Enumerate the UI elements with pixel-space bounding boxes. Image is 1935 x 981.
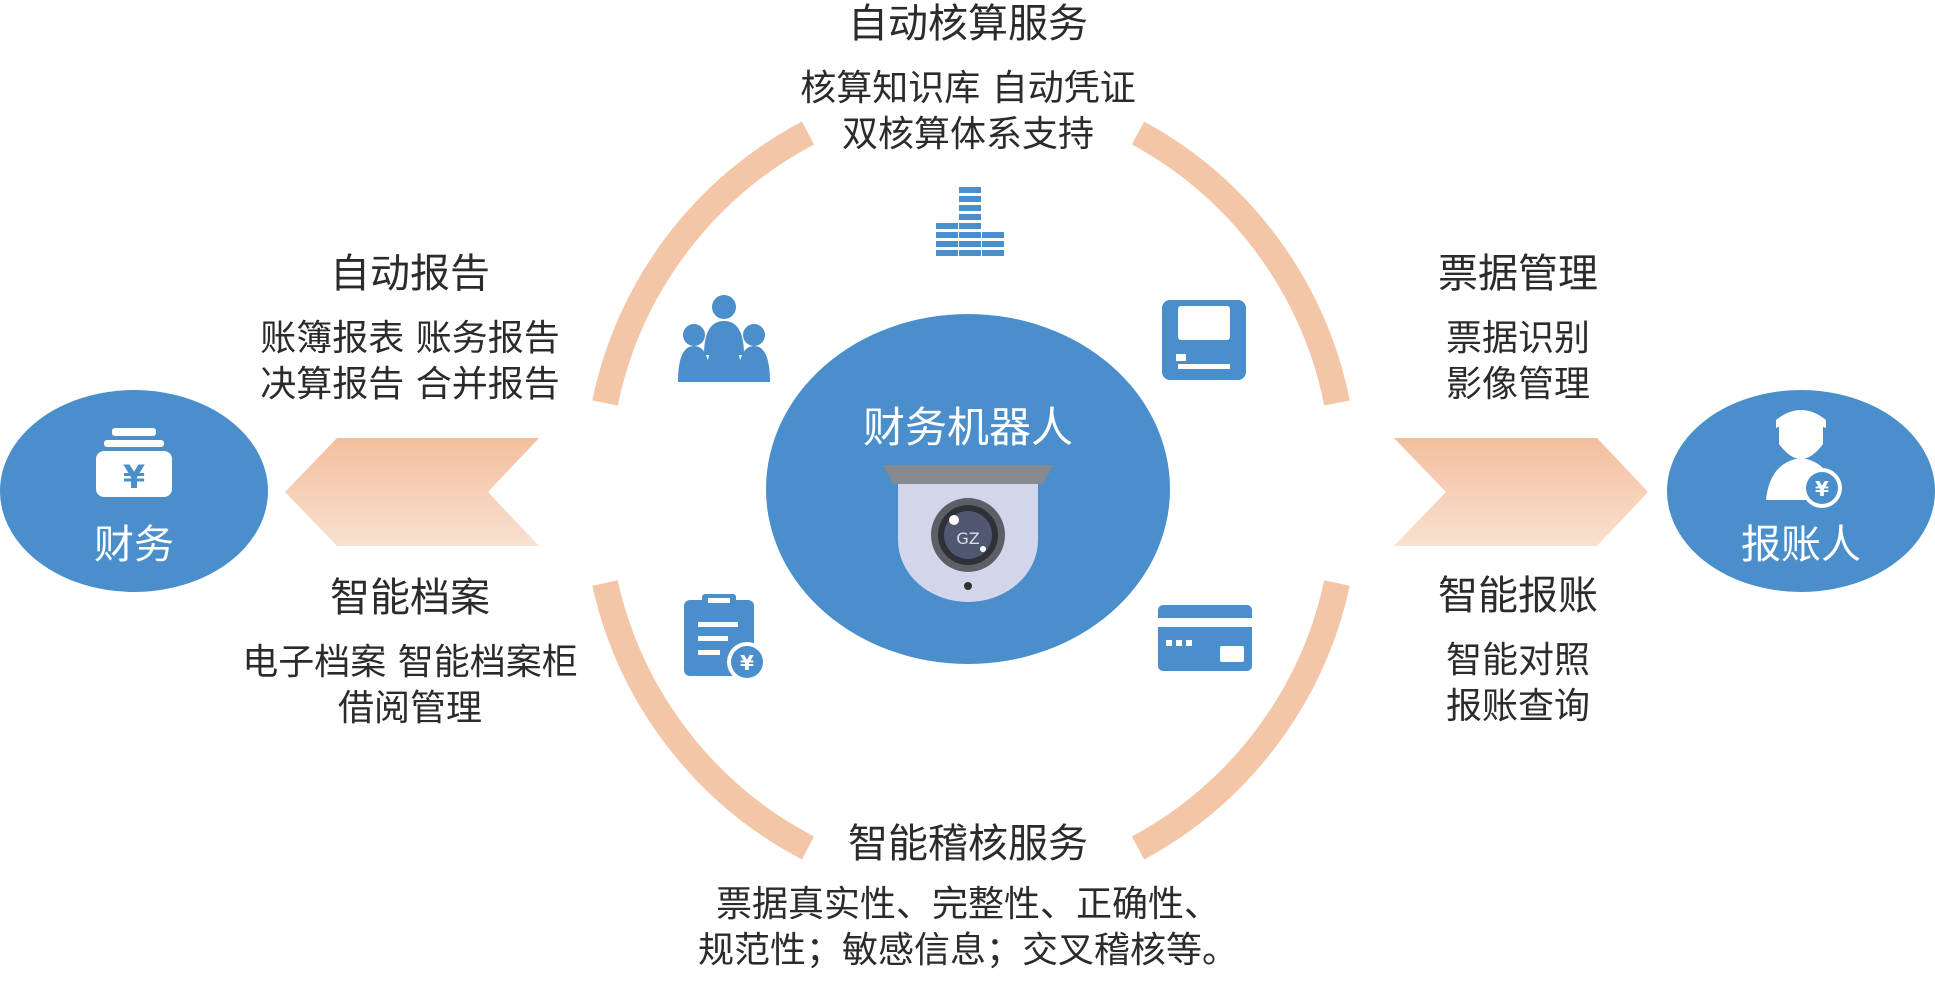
bottom-service-title: 智能稽核服务 [848, 821, 1088, 867]
printer-icon [1162, 300, 1246, 380]
upper-right-title: 票据管理 [1438, 251, 1598, 297]
bottom-service-line-1: 票据真实性、完整性、正确性、 [715, 884, 1220, 925]
ring-arc-bottom-left [592, 580, 815, 860]
lens-text: GZ [956, 529, 979, 548]
ring-arc-bottom-right [1131, 580, 1350, 860]
bottom-service-block: 智能稽核服务 票据真实性、完整性、正确性、 规范性；敏感信息；交叉稽核等。 [668, 820, 1268, 974]
user-with-coin-icon: ¥ [1766, 410, 1842, 508]
upper-left-block: 自动报告 账簿报表 账务报告 决算报告 合并报告 [216, 250, 604, 408]
lower-left-line-1: 电子档案 智能档案柜 [242, 642, 578, 683]
top-service-line-1: 核算知识库 自动凭证 [800, 68, 1136, 109]
robot-camera-icon [883, 465, 1053, 602]
right-node-label: 报账人 [1741, 522, 1861, 568]
center-label: 财务机器人 [862, 403, 1073, 452]
svg-text:¥: ¥ [123, 458, 145, 496]
lower-right-line-2: 报账查询 [1445, 686, 1590, 727]
people-group-icon [678, 295, 770, 382]
upper-right-line-2: 影像管理 [1445, 364, 1590, 405]
arrow-right [1394, 438, 1648, 546]
upper-left-line-2: 决算报告 合并报告 [260, 364, 560, 405]
top-service-title: 自动核算服务 [848, 1, 1088, 47]
top-service-line-2: 双核算体系支持 [841, 114, 1094, 155]
upper-right-block: 票据管理 票据识别 影像管理 [1368, 250, 1668, 408]
lower-left-block: 智能档案 电子档案 智能档案柜 借阅管理 [216, 574, 604, 732]
lower-right-title: 智能报账 [1438, 573, 1598, 619]
left-node-label: 财务 [94, 522, 174, 568]
upper-left-title: 自动报告 [330, 251, 490, 297]
bank-card-icon [1158, 605, 1252, 671]
ring-arc-top-right [1131, 121, 1350, 406]
upper-right-line-1: 票据识别 [1445, 318, 1590, 359]
arrow-left [285, 438, 539, 546]
top-service-block: 自动核算服务 核算知识库 自动凭证 双核算体系支持 [718, 0, 1218, 158]
stacked-coins-icon [936, 187, 1004, 256]
bottom-service-line-2: 规范性；敏感信息；交叉稽核等。 [697, 930, 1238, 971]
clipboard-coin-icon: ¥ [684, 594, 767, 682]
lower-left-line-2: 借阅管理 [337, 688, 482, 729]
lower-right-line-1: 智能对照 [1445, 640, 1590, 681]
ring-arc-top-left [592, 121, 815, 406]
upper-left-line-1: 账簿报表 账务报告 [260, 318, 560, 359]
svg-text:¥: ¥ [1815, 477, 1829, 501]
lower-left-title: 智能档案 [330, 575, 490, 621]
money-bag-icon: ¥ [96, 428, 172, 497]
svg-text:¥: ¥ [740, 651, 754, 675]
lower-right-block: 智能报账 智能对照 报账查询 [1368, 572, 1668, 730]
